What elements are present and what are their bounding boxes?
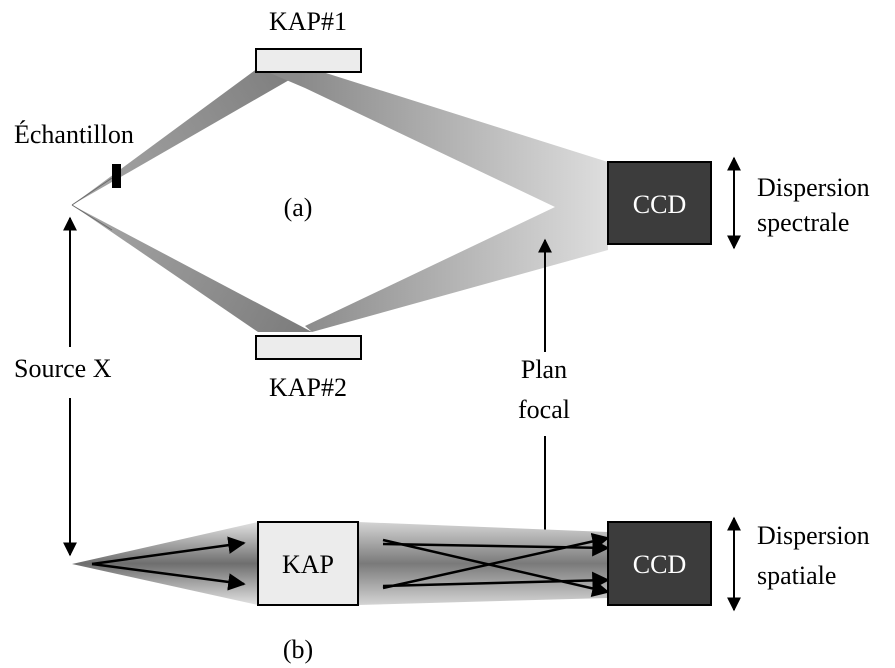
beam-reflected (258, 68, 608, 332)
dispersion-label-a-line2: spectrale (757, 208, 849, 237)
kap2-label: KAP#2 (269, 373, 347, 402)
dispersion-label-b-line1: Dispersion (757, 521, 870, 550)
shared-annotations: Source X Plan focal (14, 216, 570, 557)
kap1-label: KAP#1 (269, 7, 347, 36)
sample-label: Échantillon (14, 120, 134, 149)
dispersion-label-b-line2: spatiale (757, 561, 836, 590)
ray-b-source-upper (91, 536, 246, 566)
beam-upper-incoming (72, 68, 310, 205)
crystal-kap-b (257, 521, 359, 606)
source-ray-upper (71, 177, 113, 206)
ray-b-cross-up (382, 532, 610, 590)
ccd-detector-b (607, 521, 712, 606)
caption-a: (a) (284, 193, 313, 222)
kap-label-b: KAP (282, 550, 334, 579)
caption-b: (b) (283, 635, 313, 664)
dispersion-label-a-line1: Dispersion (757, 173, 870, 202)
source-ray-lower (71, 204, 113, 231)
ccd-label-a: CCD (633, 190, 686, 219)
crystal-kap2 (255, 335, 362, 360)
panel-a: CCD Dispersion spectrale KAP#1 KAP#2 Éch… (14, 7, 870, 402)
ray-b-source-lower (91, 562, 246, 591)
source-label: Source X (14, 354, 112, 383)
focal-plane-label-line1: Plan (521, 355, 567, 384)
sample-marker (112, 164, 121, 188)
ccd-label-b: CCD (633, 550, 686, 579)
crystal-kap1 (255, 48, 362, 73)
focal-plane-label-line2: focal (518, 395, 570, 424)
ccd-detector-a (607, 161, 712, 245)
panel-b: KAP CCD Dispersion spatiale (b) (72, 516, 870, 664)
beam-b-incoming (72, 522, 258, 605)
ray-b-parallel-lower (382, 571, 610, 590)
ray-b-cross-down (382, 538, 610, 597)
beam-lower-incoming (72, 205, 312, 332)
